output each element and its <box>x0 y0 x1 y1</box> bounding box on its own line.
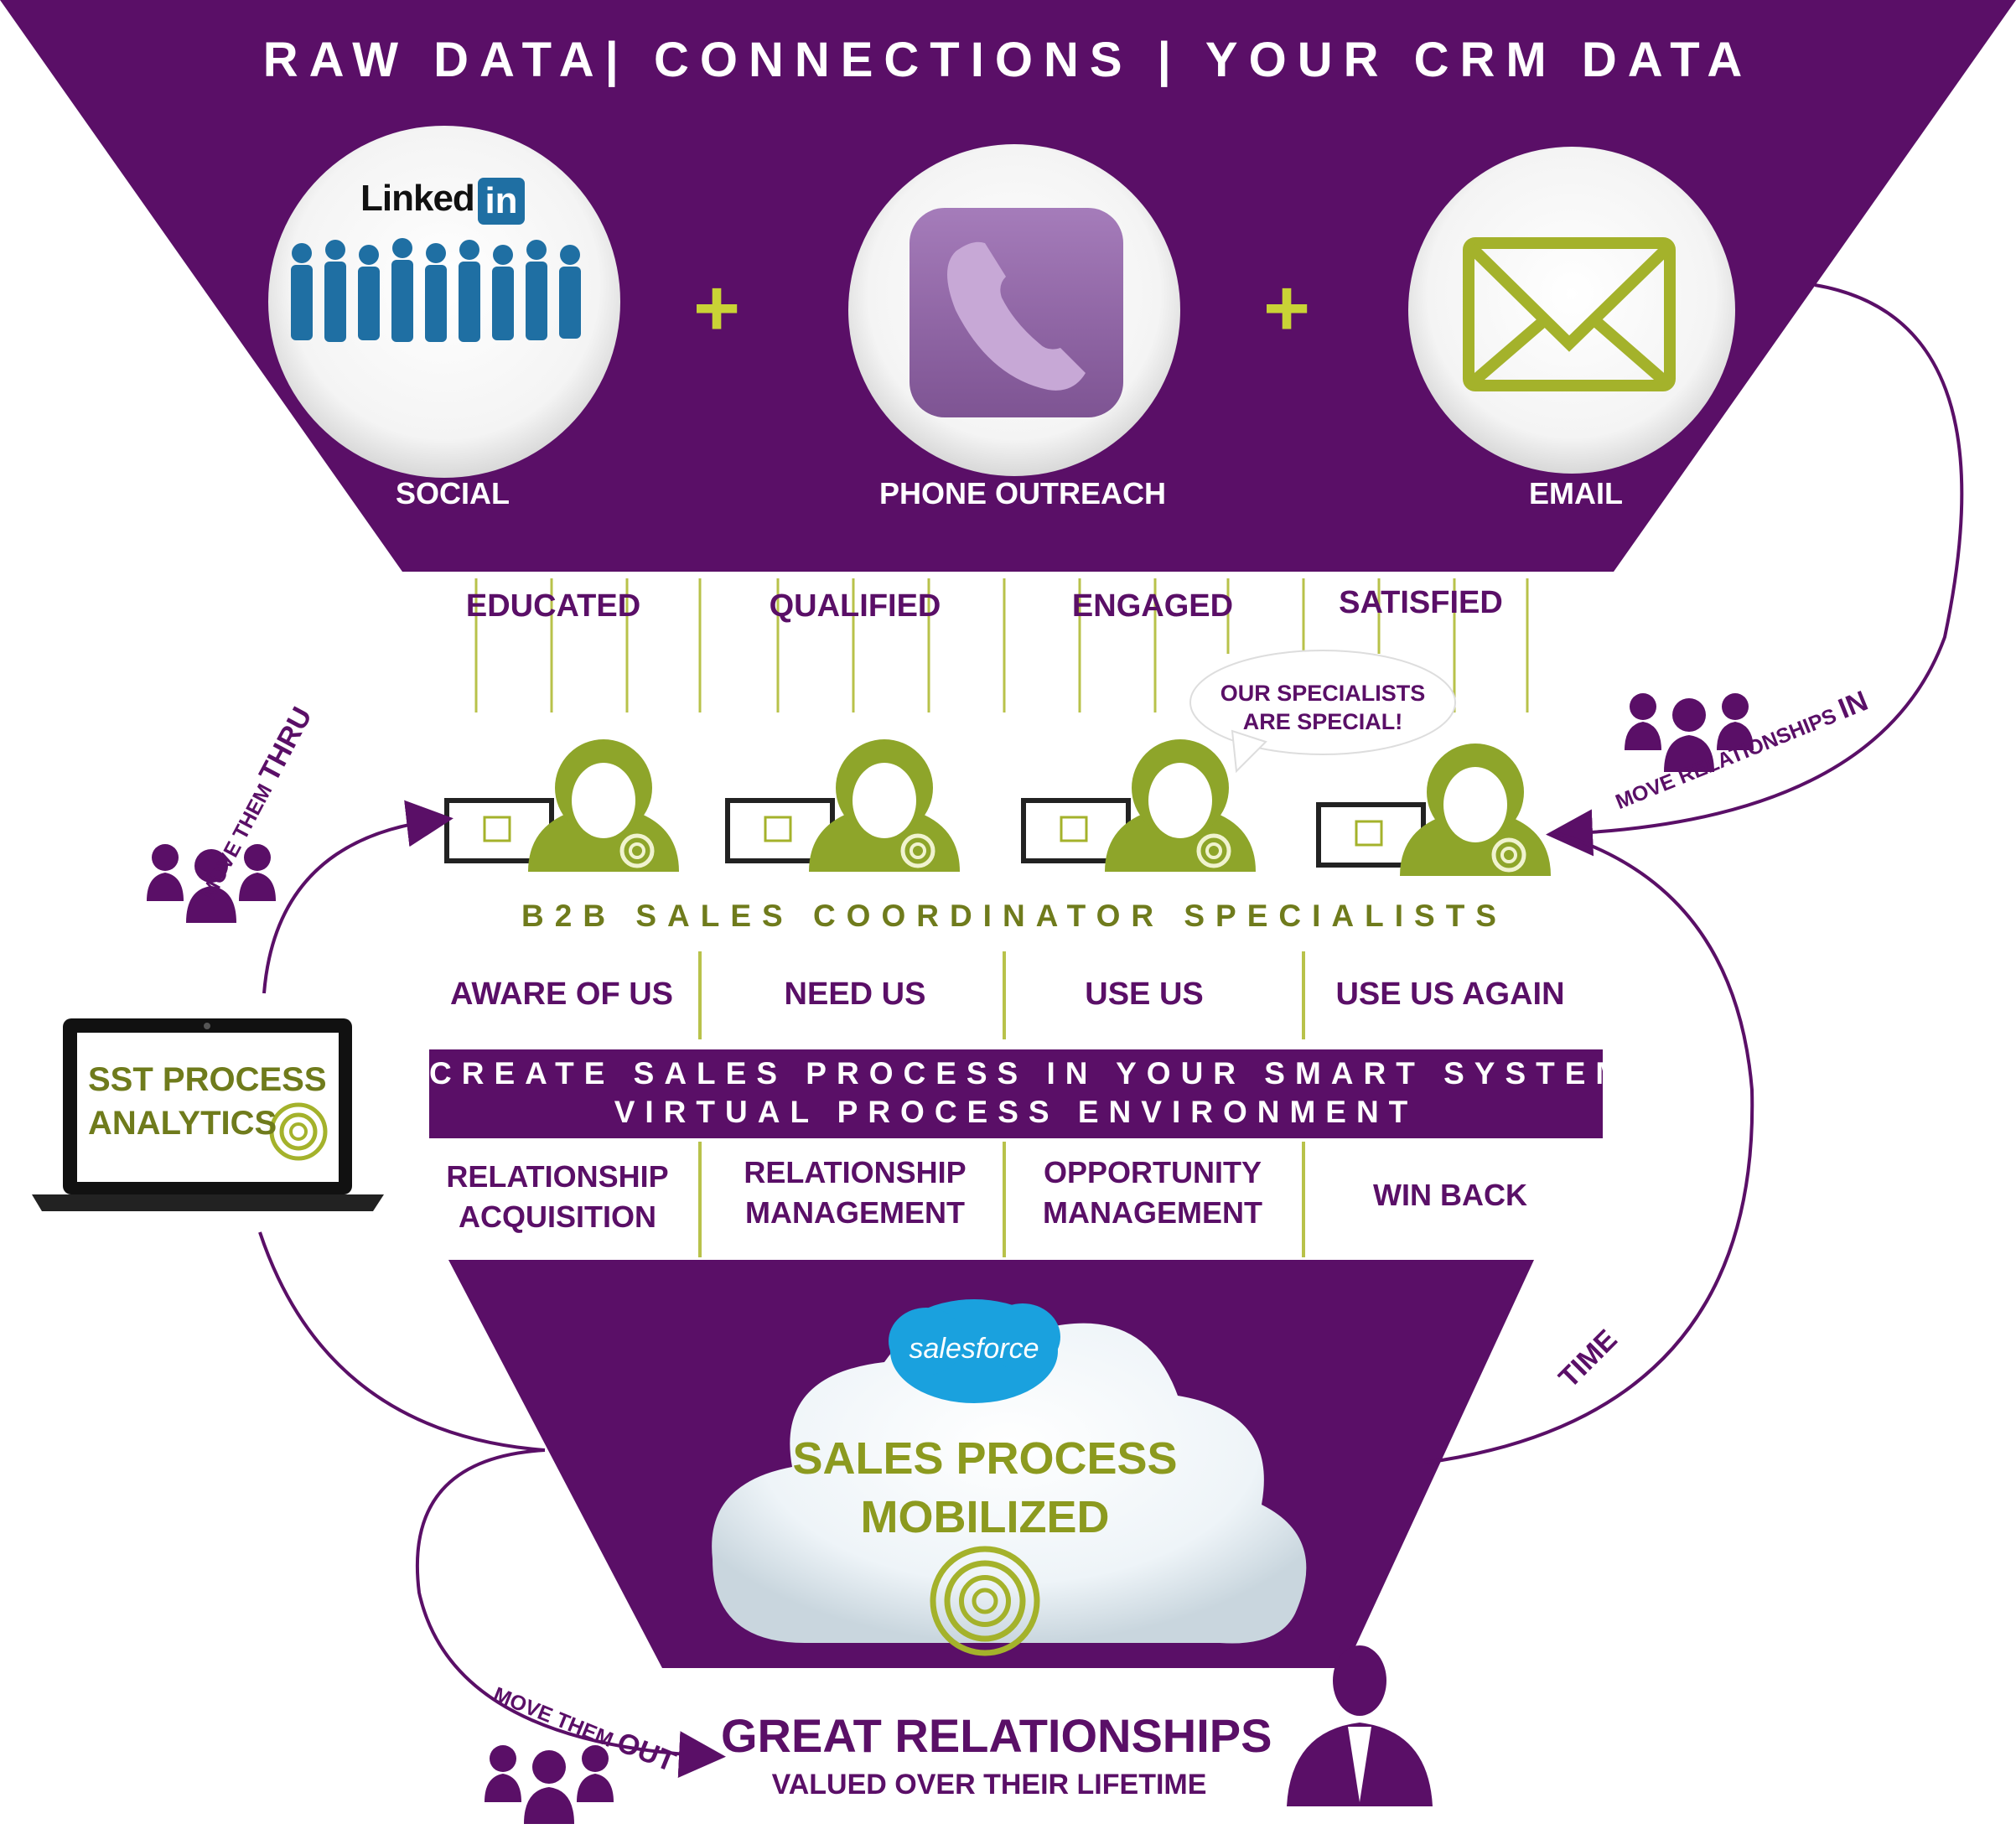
process-win-back: WIN BACK <box>1324 1175 1576 1215</box>
email-circle <box>1408 147 1735 474</box>
stage-educated: EDUCATED <box>465 588 641 624</box>
channel-phone-label: PHONE OUTREACH <box>878 476 1167 510</box>
speech-line-1: OUR SPECIALISTS <box>1220 681 1426 706</box>
people-group-icon-right <box>1625 693 1754 772</box>
cloud-line-2: MOBILIZED <box>860 1492 1110 1542</box>
specialist-2 <box>725 739 960 872</box>
state-aware: AWARE OF US <box>449 977 674 1012</box>
band-line-2: VIRTUAL PROCESS ENVIRONMENT <box>614 1095 1418 1129</box>
channel-email-label: EMAIL <box>1529 476 1623 510</box>
move-analytics-arrow <box>258 1231 546 1452</box>
salesforce-wordmark: salesforce <box>909 1333 1039 1365</box>
time-arrow <box>1424 832 1754 1464</box>
cloud-shape <box>712 1309 1307 1644</box>
flow-arrows <box>258 283 1964 1779</box>
process-acquisition: RELATIONSHIP ACQUISITION <box>436 1157 679 1237</box>
people-group-icon-bottom <box>485 1745 614 1824</box>
stage-engaged: ENGAGED <box>1071 588 1234 624</box>
specialist-3 <box>1021 739 1256 872</box>
process-opportunity: OPPORTUNITY MANAGEMENT <box>1027 1153 1278 1233</box>
process-management: RELATIONSHIP MANAGEMENT <box>729 1153 981 1233</box>
process-win-back-line1: WIN BACK <box>1373 1178 1527 1212</box>
process-opportunity-line1: OPPORTUNITY <box>1043 1155 1262 1189</box>
move-out-arrow <box>415 1448 726 1779</box>
process-band <box>429 1049 1603 1138</box>
speech-line-2: ARE SPECIAL! <box>1242 709 1403 734</box>
laptop-line-2: ANALYTICS <box>88 1105 277 1142</box>
cloud-line-1: SALES PROCESS <box>792 1433 1178 1484</box>
laptop-line-1: SST PROCESS <box>88 1061 327 1098</box>
speech-bubble <box>1189 650 1456 774</box>
phone-icon <box>910 208 1123 417</box>
move-in-arrow <box>1546 283 1964 857</box>
business-person-icon <box>1287 1645 1433 1806</box>
linkedin-badge-icon <box>478 178 525 225</box>
specialists-label: B2B SALES COORDINATOR SPECIALISTS <box>521 899 1507 933</box>
specialist-1 <box>444 739 679 872</box>
column-dividers <box>698 951 1305 1257</box>
footer-title: GREAT RELATIONSHIPS <box>721 1709 1272 1762</box>
stage-satisfied: SATISFIED <box>1339 585 1503 620</box>
envelope-icon <box>1463 237 1676 391</box>
people-group-icon-left <box>147 844 276 923</box>
speech-bubble-text: OUR SPECIALISTS ARE SPECIAL! <box>1190 679 1455 736</box>
target-rings-icon <box>930 1546 1040 1656</box>
process-acquisition-line1: RELATIONSHIP <box>446 1159 669 1194</box>
laptop-text: SST PROCESS ANALYTICS <box>88 1058 327 1145</box>
process-management-line2: MANAGEMENT <box>745 1195 965 1230</box>
process-opportunity-line2: MANAGEMENT <box>1043 1195 1262 1230</box>
stage-qualified: QUALIFIED <box>769 588 941 624</box>
specialist-figures <box>444 739 1551 876</box>
process-acquisition-line2: ACQUISITION <box>458 1199 656 1234</box>
move-thru-arrow <box>262 800 453 994</box>
laptop-icon <box>32 1018 384 1211</box>
linkedin-badge-text: in <box>485 180 518 221</box>
stage-dividers <box>474 578 1529 712</box>
footer-subtitle: VALUED OVER THEIR LIFETIME <box>771 1769 1207 1801</box>
channel-social-label: SOCIAL <box>395 476 510 510</box>
state-use-again: USE US AGAIN <box>1335 977 1565 1012</box>
plus-sign-1: + <box>692 263 741 353</box>
linkedin-wordmark: Linked <box>360 178 475 219</box>
specialist-4 <box>1316 744 1551 876</box>
people-group-icon <box>291 238 581 342</box>
plus-sign-2: + <box>1262 263 1311 353</box>
state-need: NEED US <box>784 977 926 1012</box>
band-line-1: CREATE SALES PROCESS IN YOUR SMART SYSTE… <box>429 1056 1632 1091</box>
state-use: USE US <box>1085 977 1204 1012</box>
salesforce-badge-icon <box>889 1299 1060 1403</box>
header-title: RAW DATA| CONNECTIONS | YOUR CRM DATA <box>262 33 1754 87</box>
process-management-line1: RELATIONSHIP <box>744 1155 967 1189</box>
cloud-text: SALES PROCESS MOBILIZED <box>754 1429 1215 1547</box>
